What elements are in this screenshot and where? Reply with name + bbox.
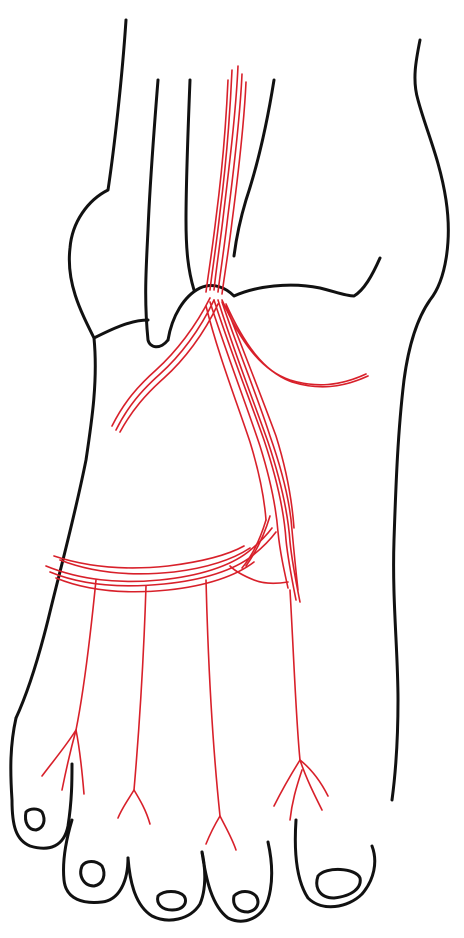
right-leg-contour [392,40,448,800]
nerve-trunk-bundle [206,66,246,294]
digital-nerve-3 [206,580,236,850]
third-toe-nail [158,892,186,911]
little-toe-outline [295,820,374,907]
second-toe-nail [81,862,104,887]
big-toe-nail [25,809,44,830]
medial-malleolus [94,320,148,338]
digital-nerve-2 [118,586,150,824]
fourth-toe-nail [234,892,258,913]
medial-branch [112,298,218,432]
little-toe-nail [317,869,360,898]
left-leg-contour [16,20,126,718]
tibia-line-left [146,80,168,347]
nerve-network [42,66,368,850]
tibia-line-right [186,80,194,290]
transverse-band [46,528,288,592]
dorsal-bundle [206,300,300,602]
digital-nerve-4 [274,590,328,820]
